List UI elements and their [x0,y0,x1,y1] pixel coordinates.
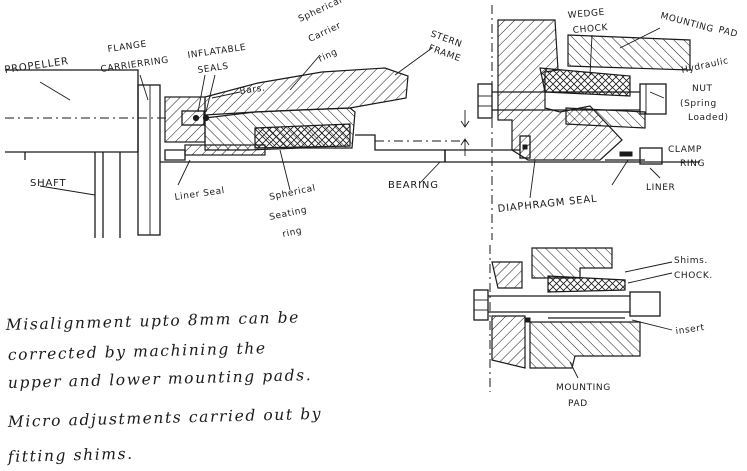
label-bearing: BEARING [388,180,439,191]
label-loaded: Loaded) [688,113,729,123]
label-clamp: CLAMP [668,145,702,155]
label-liner: LINER [646,183,675,193]
detail-bolt [473,289,661,321]
label-insert: insert [675,323,705,337]
label-spherical-seating-2: Seating [269,205,309,223]
label-mounting: MOUNTING [659,11,715,35]
detail-upper-pad [531,247,613,279]
label-flange: FLANGE [107,40,148,55]
mounting-bolt [477,83,640,119]
detail-lower-pad [529,321,641,369]
label-spherical-carrier-3: ring [317,47,339,65]
label-chock-lower: CHOCK. [674,271,713,281]
label-spherical-seating-3: ring [282,226,304,240]
detail-chock [547,275,626,293]
label-mounting-lower: MOUNTING [556,383,611,393]
label-diaphragm-seal: DIAPHRAGM SEAL [497,194,598,215]
detail-stern-frame [491,261,526,369]
note-line-4: Micro adjustments carried out by [7,405,323,431]
diaphragm-seal [519,135,531,159]
label-pad-lower: PAD [568,399,588,409]
label-spring: (Spring [680,99,717,109]
label-shaft: SHAFT [30,178,66,189]
note-line-3: upper and lower mounting pads. [8,366,313,392]
shaft [5,151,138,238]
label-propeller: PROPELLER [4,56,70,76]
detail-shims [525,317,625,323]
movement-arrows [460,110,470,156]
diaphragm-seal-mid [444,149,520,162]
label-spherical-seating-1: Spherical [269,183,317,203]
inflatable-seal-housing [164,96,210,143]
label-liner-seal: Liner Seal [174,186,225,203]
liner-seal-lower [164,144,266,161]
note-line-2: corrected by machining the [8,339,267,364]
label-chock-upper: CHOCK [572,23,609,36]
label-ring: RING [680,159,705,169]
label-shims: Shims. [674,256,708,266]
label-pad-upper: PAD [717,25,739,40]
wedge-chock [539,67,631,97]
note-line-5: fitting shims. [7,445,134,466]
note-line-1: Misalignment upto 8mm can be [5,308,301,334]
clamp-ring [605,147,663,165]
label-seals: SEALS [197,62,229,76]
notes-block: Misalignment upto 8mm can be corrected b… [5,308,323,466]
mounting-pad-lower-block [565,107,646,129]
spherical-carrier-ring [204,67,409,116]
leader-lines [39,27,673,379]
label-nut: NUT [692,84,713,94]
label-inflatable: INFLATABLE [187,43,247,61]
stern-tube [355,134,470,162]
label-bars: Bars. [239,83,266,97]
label-carrier-ring: CARRIERRING [100,55,169,74]
flange-carrier-ring [137,84,161,236]
propeller-hub [5,69,139,160]
mounting-pad-upper [567,34,691,71]
hydraulic-nut [639,83,667,115]
spherical-seating-ring [204,107,356,151]
label-wedge: WEDGE [567,8,605,21]
label-spherical-carrier-2: Carrier [307,21,343,45]
